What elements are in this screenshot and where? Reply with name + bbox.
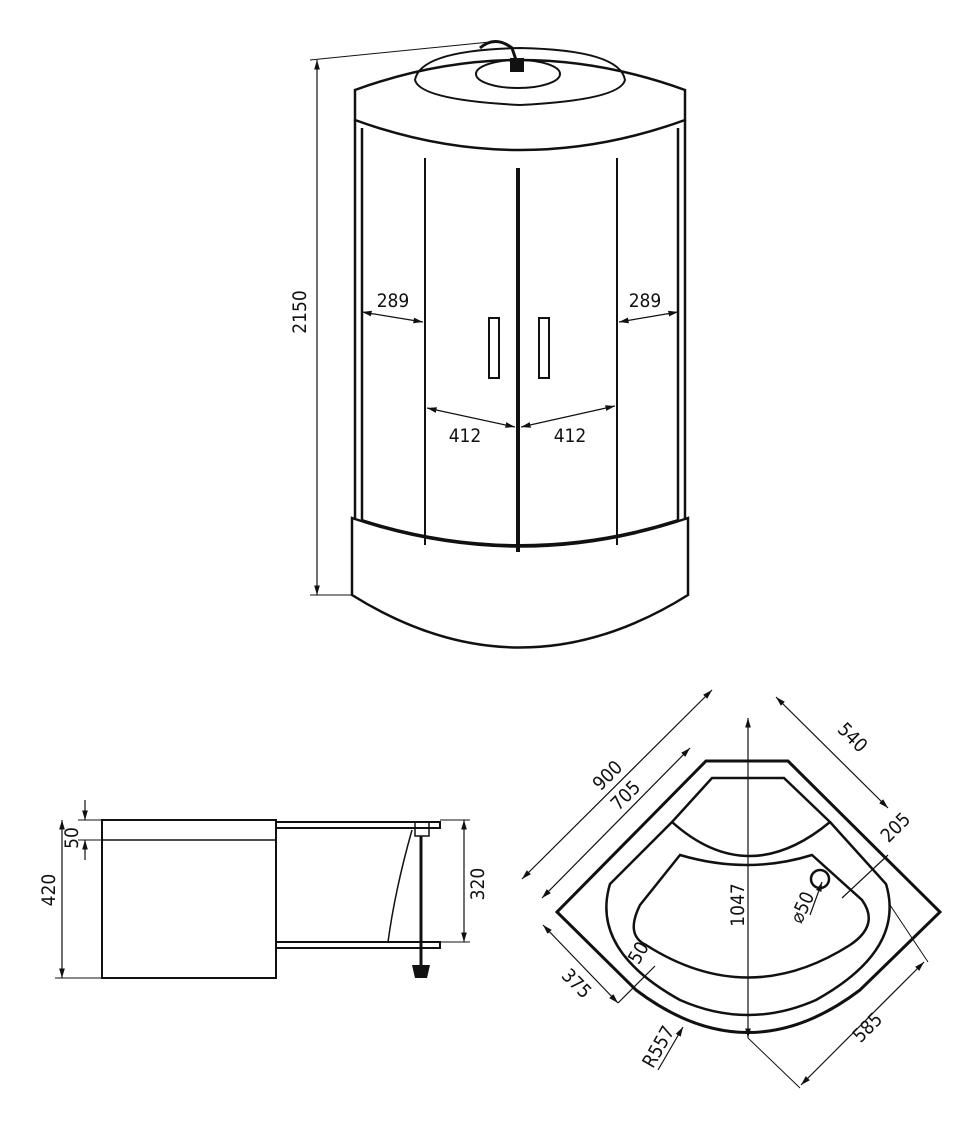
tray-height-label: 320: [467, 868, 489, 901]
rim-width-label: 50: [624, 938, 654, 968]
rim-height-label: 50: [61, 827, 83, 849]
adjustable-foot: [412, 965, 430, 978]
front-offset-label: 375: [557, 964, 596, 1003]
front-view: 2150 289 289 412 412: [289, 40, 690, 649]
radius-label: R557: [638, 1022, 679, 1072]
drain-offset-label: 205: [876, 808, 915, 847]
door-handle-right: [538, 317, 550, 379]
tray-wall: [387, 829, 413, 943]
side-length-label: 540: [833, 718, 872, 757]
seat-ledge: [670, 776, 832, 858]
front-length-label: 585: [848, 1008, 887, 1047]
plan-view: 1047 900 705 540 205 ⌀50 50 375 R557 585: [521, 689, 943, 1089]
panel-dividers: [424, 158, 618, 545]
tray-frame: [276, 941, 441, 949]
drain-diameter-label: ⌀50: [786, 888, 819, 926]
roof-dome: [413, 46, 627, 107]
tray-apron: [101, 819, 277, 979]
cabin-frame: [353, 120, 687, 520]
drain-icon: [809, 868, 831, 890]
door-left-label: 412: [449, 425, 482, 447]
door-handle-left: [488, 317, 500, 379]
side-view: 50 420 320: [38, 800, 489, 979]
shower-hose: [479, 40, 520, 67]
side-panel-left-label: 289: [377, 290, 410, 312]
shower-tray-front: [350, 516, 690, 649]
total-height-label: 420: [38, 874, 60, 907]
side-panel-right-label: 289: [629, 290, 662, 312]
diagonal-label: 1047: [727, 883, 749, 927]
basin-floor: [632, 853, 870, 979]
shower-fitting-icon: [510, 58, 524, 72]
height-label: 2150: [289, 290, 311, 334]
tray-rim: [276, 821, 441, 829]
door-right-label: 412: [554, 425, 587, 447]
